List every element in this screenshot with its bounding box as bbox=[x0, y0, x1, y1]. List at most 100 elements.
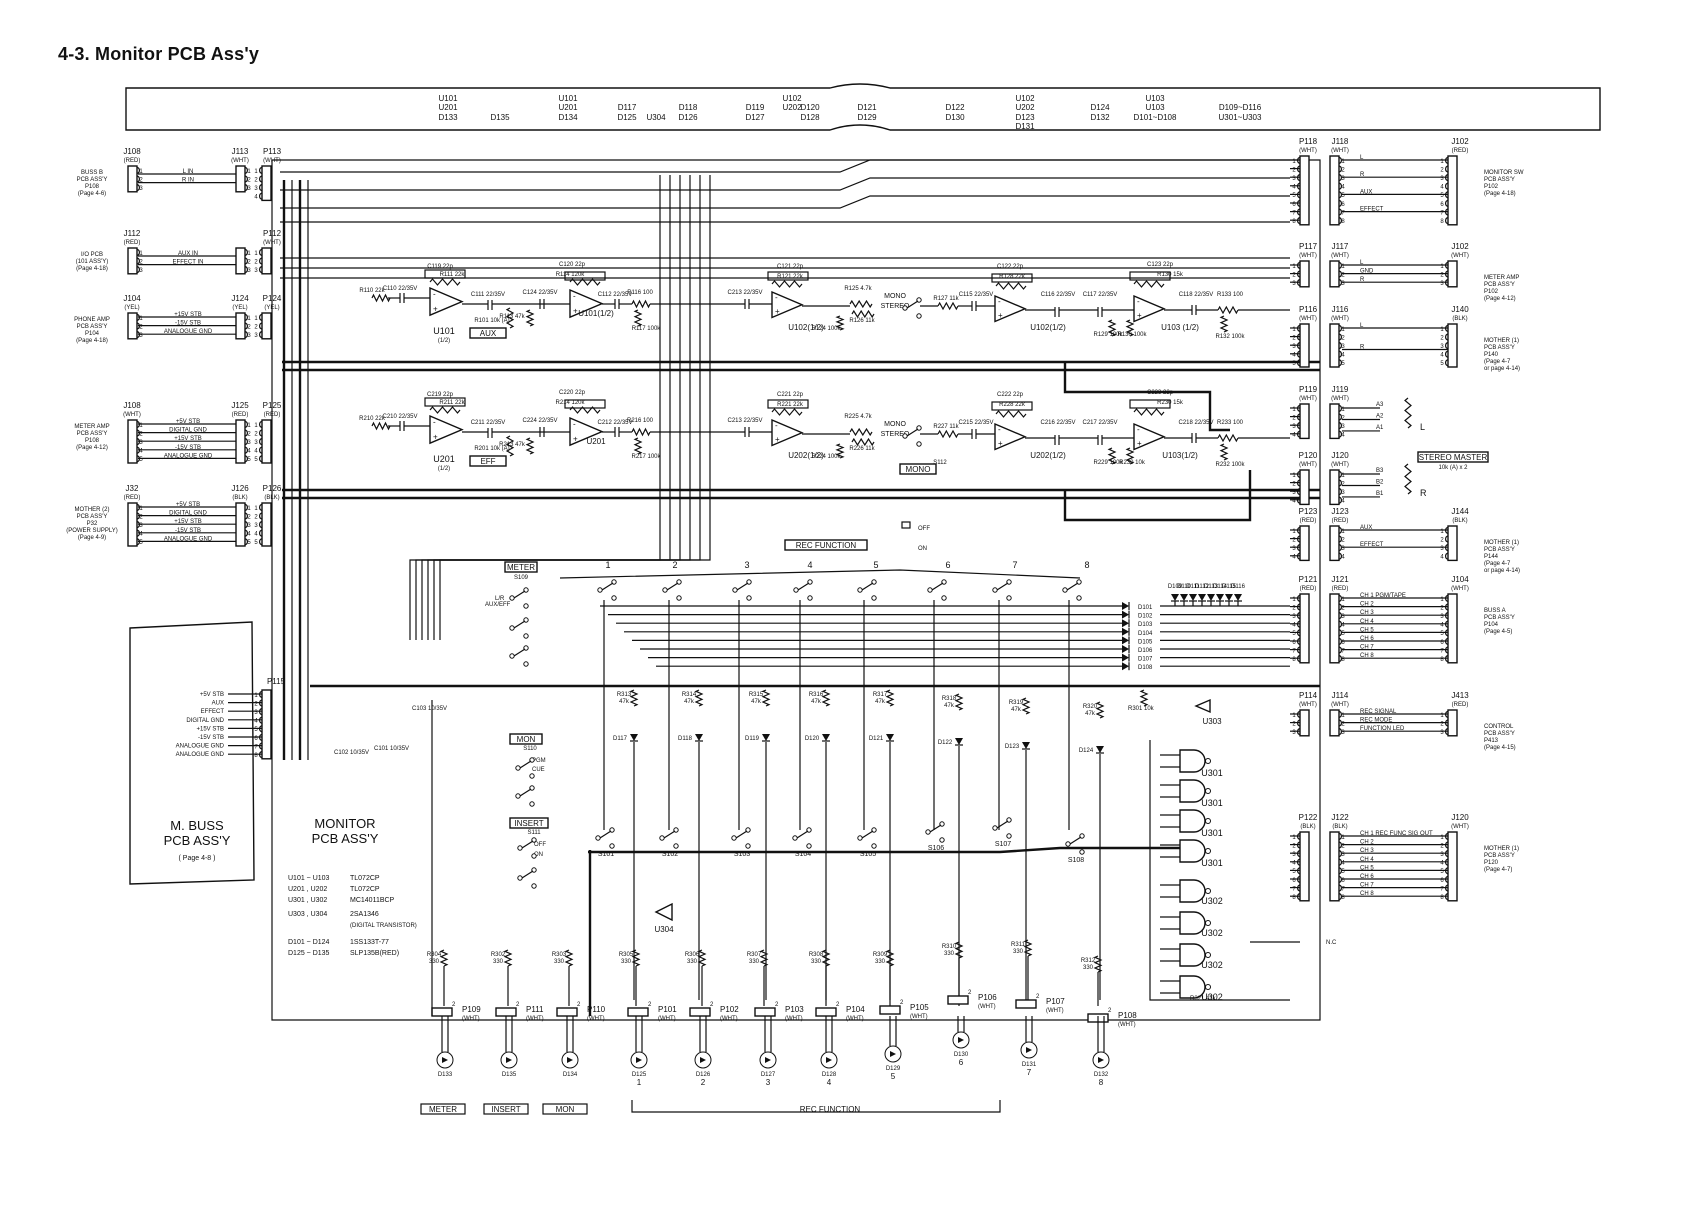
connector-j113-pin-number: 2 bbox=[247, 177, 251, 183]
rec-switch-s101-contact bbox=[609, 843, 615, 849]
connector-j112-body bbox=[127, 247, 138, 275]
connector-j102-far-pin-number: 1 bbox=[1440, 159, 1444, 165]
part-value: R110 22k bbox=[359, 288, 385, 294]
opamp-u101-a bbox=[429, 286, 464, 317]
rec-channel-switch-contact bbox=[857, 587, 863, 593]
bottom-resistor-ref: R305 bbox=[619, 952, 634, 958]
mon-switch-s110-contact bbox=[529, 801, 535, 807]
bottom-connector-p106: P106(WHT)2 bbox=[947, 990, 997, 1010]
connector-j120-pin-number: 4 bbox=[1341, 499, 1345, 505]
connector-ref: J120 bbox=[1451, 813, 1469, 822]
connector-j102-far-pin-number: 6 bbox=[1440, 202, 1444, 208]
part-value: C215 22/35V bbox=[958, 420, 993, 426]
opamp-u202-d-minus: - bbox=[998, 425, 1001, 434]
resistor bbox=[851, 437, 875, 447]
diode-top-label: D115 bbox=[1222, 584, 1237, 590]
connector-p120-pin-number: 2 bbox=[1292, 481, 1296, 487]
connector-destination: P140 bbox=[1484, 352, 1499, 358]
signal-name: CH 7 bbox=[1360, 883, 1374, 889]
page-title: 4-3. Monitor PCB Ass'y bbox=[58, 44, 260, 64]
led-resistor-ref: R315 bbox=[749, 692, 764, 698]
part-value: R210 22k bbox=[359, 416, 386, 422]
connector-p119-body bbox=[1299, 403, 1310, 440]
connector-p121-pin-number: 8 bbox=[1292, 657, 1296, 663]
rec-channel-switch-contact bbox=[1006, 595, 1012, 601]
connector-color: (RED) bbox=[1452, 702, 1469, 708]
p115-signal: ANALOGUE GND bbox=[176, 744, 225, 750]
section-index-label: D101~D108 bbox=[1134, 113, 1177, 122]
connector-destination: PCB ASS'Y bbox=[1484, 282, 1515, 288]
connector-j108-pin bbox=[136, 175, 140, 183]
bottom-connector-pin: 2 bbox=[900, 1000, 904, 1006]
transistor-u303 bbox=[1194, 698, 1211, 714]
bottom-resistor-ref: R304 bbox=[427, 952, 442, 958]
part-value: R129 100k bbox=[1093, 332, 1123, 338]
meter-switch-s109-contact bbox=[523, 661, 529, 667]
rec-switch-s108-contact bbox=[1079, 849, 1085, 855]
signal-name: +15V STB bbox=[174, 312, 202, 318]
connector-p116-pin-number: 5 bbox=[1292, 361, 1296, 367]
feedback-cap bbox=[1129, 271, 1171, 281]
rec-channel-switch-contact bbox=[662, 587, 668, 593]
stereo-master-r: R bbox=[1420, 488, 1427, 498]
connector-j121-pin bbox=[1338, 620, 1342, 628]
signal-name: FUNCTION LED bbox=[1360, 726, 1405, 732]
connector-j116-pin-number: 2 bbox=[1341, 335, 1345, 341]
signal-name: L bbox=[1360, 155, 1364, 161]
connector-color: (RED) bbox=[124, 240, 141, 246]
bottom-group-box bbox=[542, 1103, 588, 1115]
led-resistor bbox=[629, 689, 639, 707]
led-channel-number: 5 bbox=[891, 1072, 896, 1081]
connector-p121-pin-number: 1 bbox=[1292, 597, 1296, 603]
signal-name: +15V STB bbox=[174, 436, 202, 442]
connector-j104-far-pin-number: 8 bbox=[1440, 657, 1444, 663]
connector-destination: PCB ASS'Y bbox=[77, 324, 108, 330]
connector-destination: MONITOR SW bbox=[1484, 170, 1524, 176]
connector-j120-pin-number: 3 bbox=[1341, 490, 1345, 496]
connector-j-mid-pin-number: 3 bbox=[247, 268, 251, 274]
part-value: C212 22/35V bbox=[597, 420, 632, 426]
gnd-loop bbox=[1063, 470, 1252, 522]
bottom-connector-p102: P102(WHT)2 bbox=[689, 1002, 739, 1022]
connector-j32-pin-number: 5 bbox=[139, 540, 143, 546]
connector-j120-pin bbox=[1338, 496, 1342, 504]
connector-j32-pin-number: 1 bbox=[139, 506, 143, 512]
connector-p114-pin-number: 1 bbox=[1292, 713, 1296, 719]
connector-p124-body bbox=[261, 312, 272, 340]
connector-p113-body bbox=[261, 165, 272, 202]
bottom-connector-pin: 2 bbox=[648, 1002, 652, 1008]
rec-function-label: REC FUNCTION bbox=[796, 541, 857, 550]
feedback-resistor bbox=[771, 408, 803, 416]
opamp-label: (1/2) bbox=[438, 466, 450, 472]
insert-switch-s111-lever bbox=[521, 870, 534, 879]
led-resistor-ref: R320 bbox=[1083, 704, 1098, 710]
resistor bbox=[1125, 447, 1135, 465]
connector-destination: (Page 4-18) bbox=[76, 338, 108, 344]
part-value: R226 11k bbox=[849, 446, 875, 452]
connector-j123-pin-number: 3 bbox=[1341, 546, 1345, 552]
connector-p126-pin bbox=[259, 538, 263, 546]
connector-j108-pin-number: 2 bbox=[139, 177, 143, 183]
opamp-u102-c bbox=[771, 290, 804, 319]
connector-destination: (Page 4-7 bbox=[1484, 359, 1511, 365]
part-value: R127 11k bbox=[933, 296, 959, 302]
connector-p113-pin bbox=[259, 192, 263, 200]
connector-destination: P413 bbox=[1484, 738, 1499, 744]
connector-p114-pin-number: 3 bbox=[1292, 730, 1296, 736]
mono-switch-ref: S112 bbox=[933, 460, 947, 466]
opamp-u202-d-plus: + bbox=[998, 439, 1003, 448]
connector-j119-pin bbox=[1338, 421, 1342, 430]
led-channel-number: 7 bbox=[1027, 1068, 1032, 1077]
connector-j123-pin bbox=[1338, 543, 1342, 552]
connector-destination: METER AMP bbox=[1484, 275, 1519, 281]
connector-ref: J104 bbox=[1451, 575, 1469, 584]
rec-channel-switch-contact bbox=[676, 595, 682, 601]
led-resistor-value: 47k bbox=[1011, 707, 1022, 713]
rec-channel-switch-contact bbox=[807, 595, 813, 601]
cap-label: C102 10/35V bbox=[334, 750, 369, 756]
connector-j102-far-pin-number: 2 bbox=[1440, 167, 1444, 173]
signal-name: CH 5 bbox=[1360, 865, 1374, 871]
